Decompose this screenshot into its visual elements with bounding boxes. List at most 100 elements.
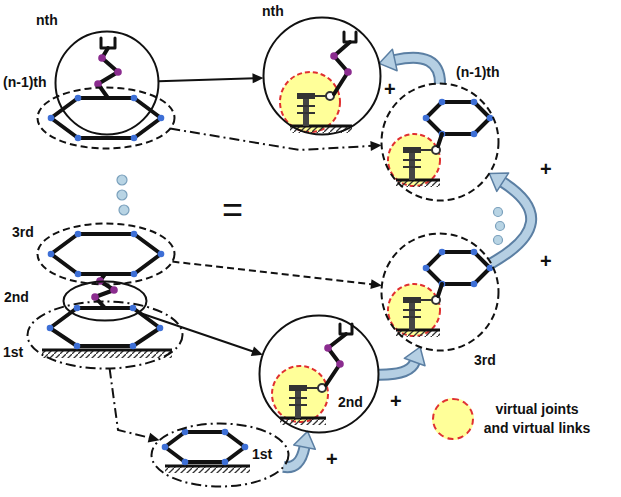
module-label: (n-1)th [3,74,47,91]
decomposition-arrow [139,313,263,357]
module-ellipse: (n-1)th [36,86,176,150]
arrowhead [252,73,263,83]
node-outline [382,234,499,351]
connector-line [159,78,255,81]
node-outline [56,32,159,135]
serial-arm [344,32,356,42]
decomposition-arrow [172,262,382,290]
module-label: nth [262,3,284,20]
virtual-joint-region [272,366,328,422]
serial-arm [438,284,442,296]
ellipsis-dots [117,190,127,200]
serial-arm [438,134,442,146]
ground [396,179,440,182]
ellipsis-dots [496,222,505,231]
ground [165,467,250,473]
platform-hexagon [50,98,490,462]
module-label: 1st [252,446,272,463]
serial-arm [334,42,350,94]
arrowhead [379,49,397,70]
virtual-joint-symbol [403,146,440,180]
module-circle: nth [54,30,160,136]
virtual-joint-region [280,72,340,132]
plus-sign: + [540,158,552,180]
ellipsis-dots [494,236,503,245]
ellipsis-dots [119,205,129,215]
module-label: 2nd [338,394,363,411]
serial-arm [98,48,118,98]
node-outline [54,30,160,136]
node-outline [382,84,499,201]
plus-sign: + [540,250,552,272]
node-outline [26,300,184,370]
platform-hexagon [426,102,490,134]
module-circle: (n-1)th [380,82,500,202]
ground [396,329,440,332]
node-outline [380,82,500,202]
virtual-joint-symbol [403,296,440,330]
module-ellipse: 2nd [62,280,148,322]
decomposition-arrow [110,368,160,442]
module-label: (n-1)th [456,64,500,81]
module-label: 1st [3,344,23,361]
node-outline [262,16,382,136]
node-outline [38,224,175,285]
node-outline [264,18,381,135]
virtual-joint-symbol [289,92,440,418]
legend-text: virtual joints and virtual links [482,400,592,438]
ellipsis-dots [494,208,503,217]
legend-swatch [432,398,474,440]
module-label: 3rd [474,352,496,369]
virtual-joint-symbol [289,384,326,418]
arrowhead [370,279,382,289]
ground [165,465,250,468]
node-outline [380,232,500,352]
module-ellipse: 1st [150,422,290,488]
plus-sign: + [390,390,402,412]
sum-arrow-body [491,182,531,263]
platform-hexagon [426,252,490,284]
serial-arm [326,334,346,385]
serial-arm [95,32,442,385]
arrowhead [251,347,263,357]
module-circle: nth [262,16,382,136]
connector-line [172,262,373,285]
sum-arrow-body [379,362,415,375]
platform-hexagon [51,234,161,274]
arrowhead [404,347,425,366]
ground [42,351,172,358]
module-circle: 3rd [380,232,500,352]
node-outline [260,316,379,433]
serial-arm [101,38,115,48]
module-label: 3rd [12,224,34,241]
sum-arrow [379,347,426,375]
node-outline [62,280,148,322]
sum-arrow-body [395,58,440,84]
node-outline [258,314,380,434]
node-outline [36,86,176,150]
arrowhead [148,433,160,443]
module-circle: 2nd [258,314,380,434]
virtual-joint-region [388,134,440,186]
serial-arm [95,274,114,308]
ellipsis-dots [117,175,127,185]
arrowhead [294,431,316,449]
sum-arrow [283,431,315,467]
ground [42,349,172,352]
equals-sign: = [222,190,243,230]
virtual-joint-region [388,284,440,336]
sum-arrow-outline [379,362,415,375]
plus-sign: + [326,448,338,470]
sum-arrow-outline [395,58,440,84]
virtual-joint-symbol [297,92,334,126]
node-outline [64,282,147,321]
node-outline [152,424,289,487]
arrowhead [489,173,508,192]
node-outline [38,88,175,149]
ground [42,126,440,473]
connector-line [139,313,255,353]
ground [280,417,326,420]
platform-hexagon [165,432,245,462]
module-label: 2nd [4,289,29,306]
plus-sign: + [384,78,396,100]
